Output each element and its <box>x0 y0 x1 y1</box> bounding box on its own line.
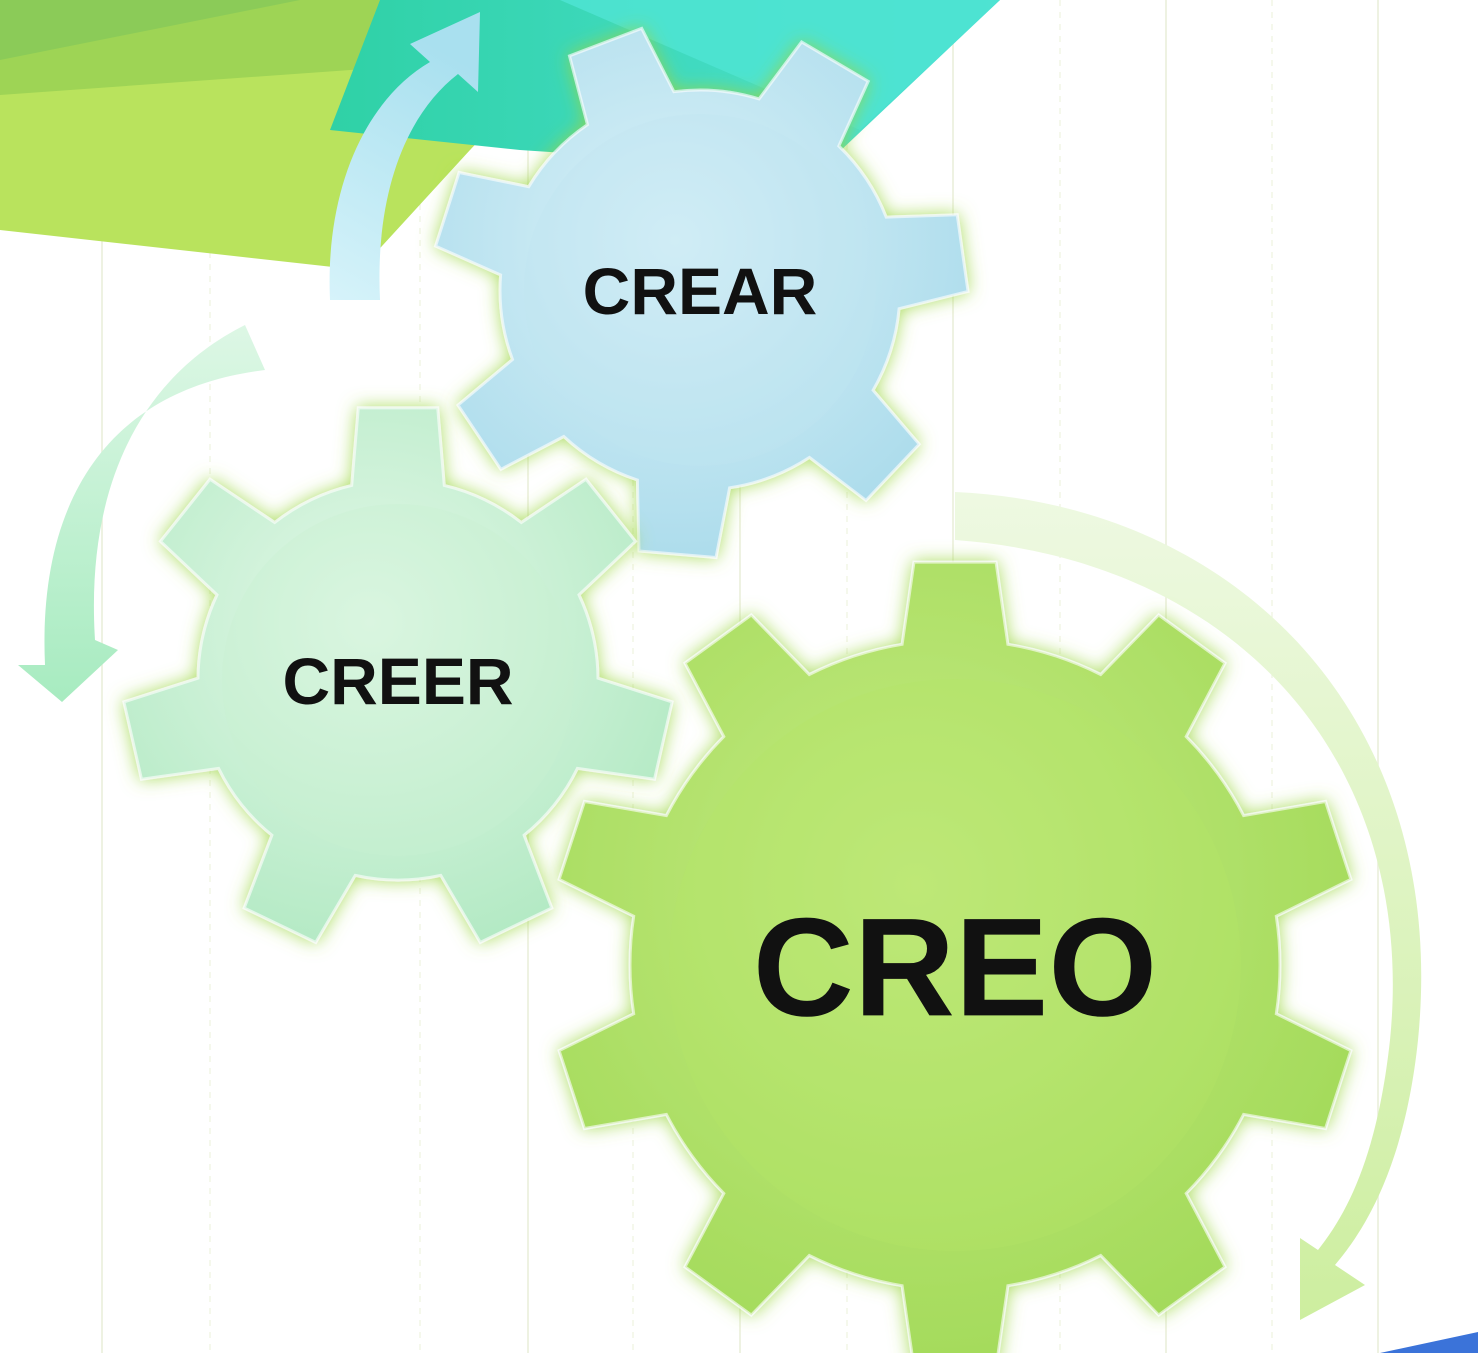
gear-creer-label: CREER <box>282 644 513 718</box>
gear-icon <box>122 406 674 945</box>
gear-hub <box>524 114 876 466</box>
gears-group: CREAR CREER CREO <box>122 26 1353 1353</box>
gear-crear: CREAR <box>433 26 970 560</box>
arrow-down-left-icon <box>18 325 265 702</box>
gear-icon <box>557 560 1353 1353</box>
arrow-down-right-icon <box>955 492 1422 1320</box>
gear-hub <box>669 679 1241 1251</box>
arrow-up-icon <box>329 12 480 300</box>
gear-crear-label: CREAR <box>583 254 818 328</box>
gear-icon <box>433 26 970 560</box>
corner-accent <box>1380 1332 1478 1353</box>
gear-creo: CREO <box>557 560 1353 1353</box>
gear-creo-label: CREO <box>753 888 1157 1045</box>
gear-hub <box>222 504 574 856</box>
cycle-arrows <box>18 12 1422 1320</box>
gear-creer: CREER <box>122 406 674 945</box>
